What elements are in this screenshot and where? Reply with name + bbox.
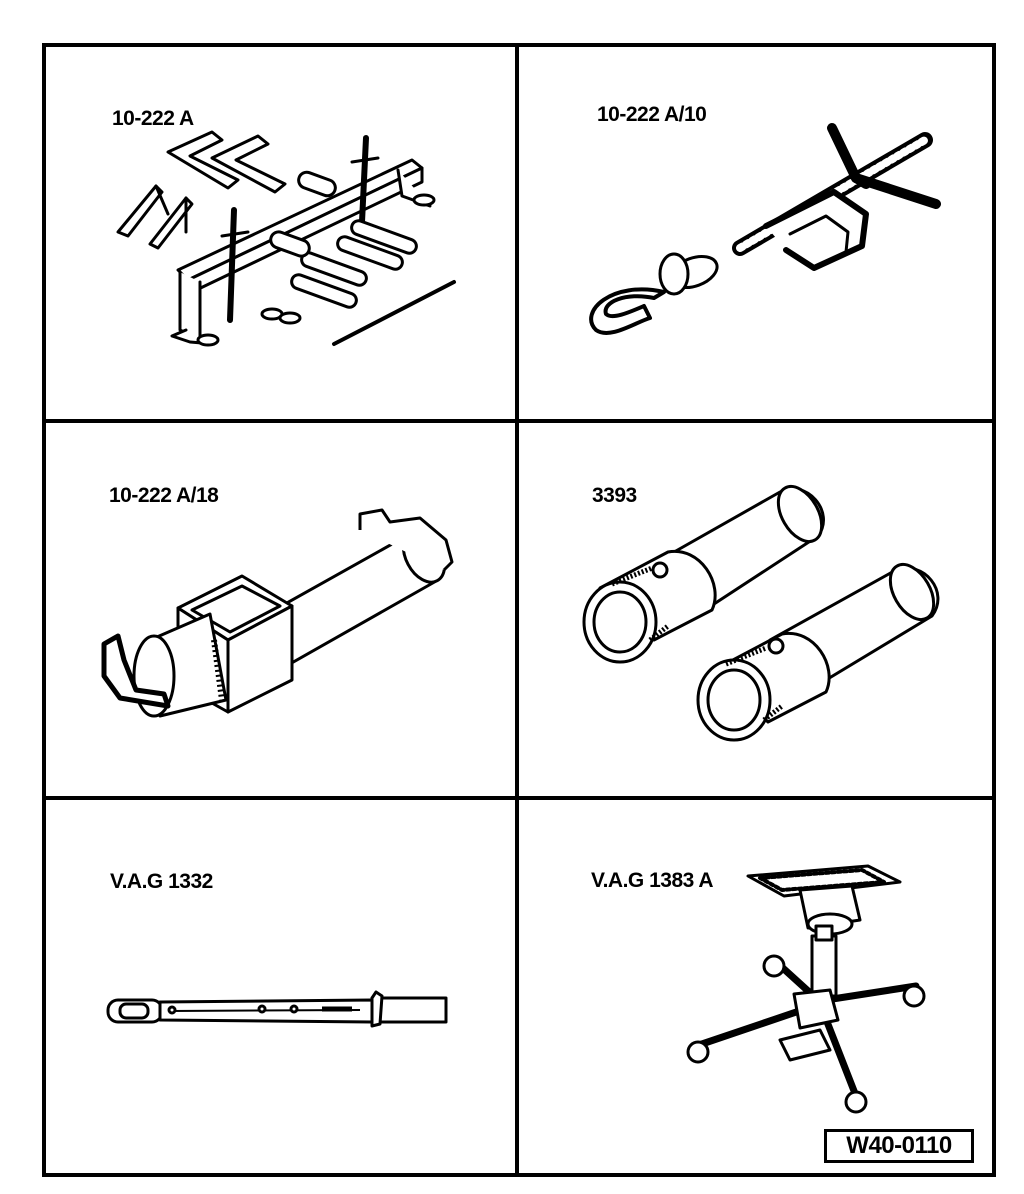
grid-frame — [42, 43, 996, 1177]
figure-reference-number: W40-0110 — [846, 1132, 952, 1159]
tool-label-10-222-a: 10-222 A — [112, 107, 194, 130]
transmission-jack-icon — [686, 864, 926, 1114]
lifting-hook-spindle-icon — [589, 123, 941, 335]
square-tube-adapter-icon — [101, 508, 454, 718]
tool-label-vag-1332: V.A.G 1332 — [110, 870, 213, 893]
tube-sleeves-icon — [582, 485, 940, 742]
tool-label-vag-1383-a: V.A.G 1383 A — [591, 869, 713, 892]
tool-label-10-222-a-10: 10-222 A/10 — [597, 103, 706, 126]
engine-support-bridge-icon — [116, 130, 456, 347]
tool-label-10-222-a-18: 10-222 A/18 — [109, 484, 219, 507]
tool-label-3393: 3393 — [592, 484, 637, 507]
figure-reference-box: W40-0110 — [824, 1129, 974, 1163]
torque-wrench-icon — [106, 990, 448, 1028]
